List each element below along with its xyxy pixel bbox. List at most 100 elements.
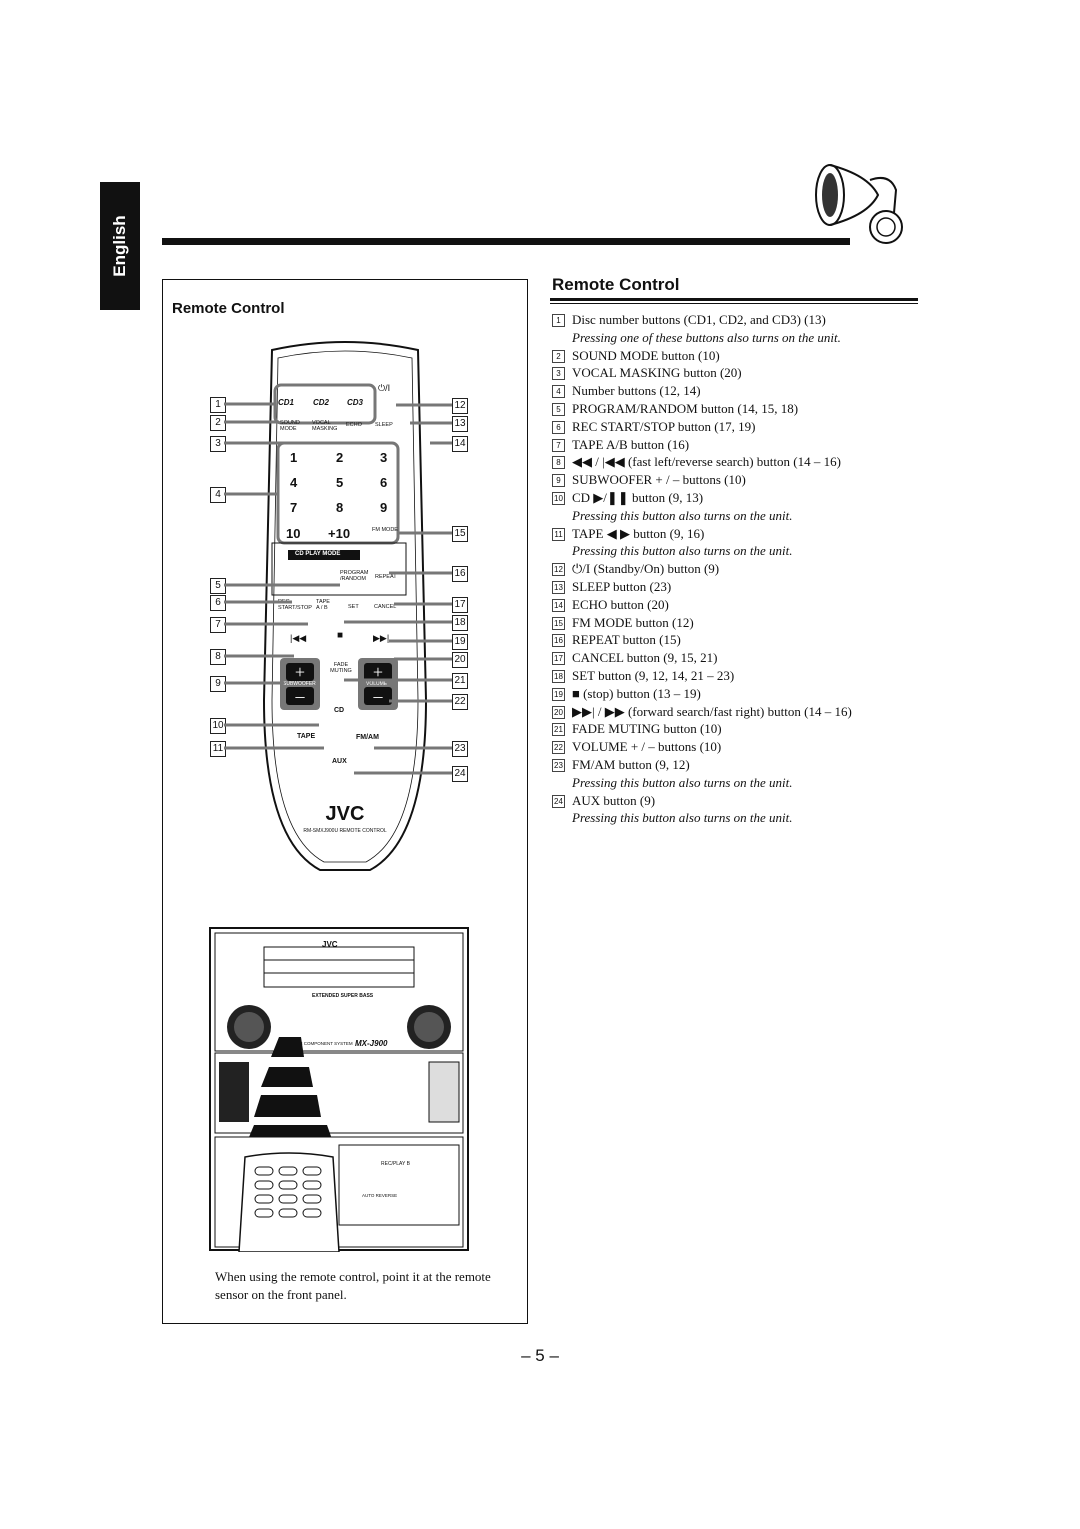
- callout-21: 21: [452, 673, 468, 689]
- tape-ab-button[interactable]: TAPE A / B: [316, 599, 330, 611]
- tape-button[interactable]: TAPE: [297, 733, 316, 740]
- reverse-search-button[interactable]: |◀◀: [290, 633, 307, 643]
- number-button-plus10[interactable]: +10: [328, 526, 351, 541]
- button-description-item: 18 SET button (9, 12, 14, 21 – 23): [552, 667, 922, 685]
- item-note: Pressing this button also turns on the u…: [572, 543, 793, 559]
- item-text: ⏻/I (Standby/On) button (9): [572, 561, 720, 577]
- item-text: SOUND MODE button (10): [572, 347, 720, 363]
- horn-illustration: [815, 164, 903, 244]
- item-text: TAPE ◀ ▶ button (9, 16): [572, 525, 705, 541]
- svg-text:–: –: [373, 686, 384, 706]
- sound-mode-button[interactable]: SOUND MODE: [280, 420, 300, 432]
- repeat-button[interactable]: REPEAT: [375, 574, 397, 580]
- cd1-button[interactable]: CD1: [278, 398, 295, 407]
- remote-figure-panel: [162, 279, 528, 1324]
- item-number: 2: [552, 349, 565, 363]
- button-description-item: 9 SUBWOOFER + / – buttons (10): [552, 471, 922, 489]
- fm-am-button[interactable]: FM/AM: [356, 734, 379, 741]
- button-description-item: 12 ⏻/I (Standby/On) button (9): [552, 560, 922, 578]
- sleep-button[interactable]: SLEEP: [375, 422, 393, 428]
- svg-text:+: +: [373, 662, 383, 682]
- unit-system-label: 3 COMPONENT SYSTEM: [300, 1041, 353, 1046]
- button-description-item: 6 REC START/STOP button (17, 19): [552, 418, 922, 436]
- item-text: FM MODE button (12): [572, 614, 694, 630]
- program-random-button[interactable]: PROGRAM /RANDOM: [340, 570, 369, 582]
- cancel-button[interactable]: CANCEL: [374, 604, 397, 610]
- number-button-6[interactable]: 6: [380, 475, 388, 490]
- svg-text:JVC: JVC: [326, 803, 365, 825]
- panel-title: Remote Control: [172, 300, 285, 317]
- unit-bass-label: EXTENDED SUPER BASS: [312, 993, 374, 999]
- item-text: VOLUME + / – buttons (10): [572, 739, 722, 755]
- item-number: 12: [552, 563, 565, 577]
- item-number: 3: [552, 367, 565, 381]
- heading-rule-thin: [550, 303, 918, 304]
- callout-leader-lines: [224, 402, 452, 775]
- item-text: ■ (stop) button (13 – 19): [572, 685, 701, 701]
- item-number: 18: [552, 669, 565, 683]
- unit-deck-label: REC/PLAY B: [381, 1161, 410, 1167]
- callout-11: 11: [210, 741, 226, 757]
- cd-play-pause-button[interactable]: CD: [334, 707, 345, 714]
- callout-24: 24: [452, 766, 468, 782]
- number-button-10[interactable]: 10: [286, 526, 301, 541]
- aux-button[interactable]: AUX: [332, 758, 347, 765]
- page-number: – 5 –: [521, 1346, 559, 1365]
- unit-brand: JVC: [322, 940, 338, 949]
- cd-play-mode-label: CD PLAY MODE: [295, 551, 341, 557]
- stop-button[interactable]: ■: [337, 630, 344, 641]
- item-number: 16: [552, 634, 565, 648]
- item-number: 21: [552, 723, 565, 737]
- item-text: SET button (9, 12, 14, 21 – 23): [572, 667, 735, 683]
- button-description-item: 22 VOLUME + / – buttons (10): [552, 738, 922, 756]
- item-number: 20: [552, 705, 565, 719]
- item-note: Pressing this button also turns on the u…: [572, 507, 793, 523]
- number-button-1[interactable]: 1: [290, 450, 298, 465]
- number-button-3[interactable]: 3: [380, 450, 388, 465]
- item-text: FADE MUTING button (10): [572, 721, 722, 737]
- forward-search-button[interactable]: ▶▶|: [373, 633, 390, 643]
- callout-14: 14: [452, 436, 468, 452]
- vocal-masking-button[interactable]: VOCAL MASKING: [312, 420, 338, 432]
- callout-9: 9: [210, 676, 226, 692]
- item-number: 4: [552, 385, 565, 399]
- item-text: CD ▶/❚❚ button (9, 13): [572, 489, 704, 505]
- item-number: 9: [552, 474, 565, 488]
- callout-19: 19: [452, 634, 468, 650]
- remote-control-illustration: + – + – JVC RM-SMXJ900U REMOTE CONTROL: [262, 341, 428, 871]
- item-text: SUBWOOFER + / – buttons (10): [572, 472, 746, 488]
- subwoofer-label: SUBWOOFER: [283, 681, 316, 687]
- number-button-5[interactable]: 5: [336, 475, 344, 490]
- number-button-8[interactable]: 8: [336, 500, 344, 515]
- callout-3: 3: [210, 436, 226, 452]
- number-button-4[interactable]: 4: [290, 475, 298, 490]
- standby-button[interactable]: ⏻/I: [378, 383, 391, 393]
- fade-muting-button[interactable]: FADE MUTING: [330, 662, 352, 674]
- language-tab: English: [100, 182, 140, 310]
- svg-text:RM-SMXJ900U REMOTE CONTROL: RM-SMXJ900U REMOTE CONTROL: [303, 828, 387, 834]
- figure-caption: When using the remote control, point it …: [215, 1269, 491, 1302]
- cd3-button[interactable]: CD3: [347, 398, 364, 407]
- item-number: 22: [552, 741, 565, 755]
- set-button[interactable]: SET: [348, 604, 359, 610]
- fm-mode-button[interactable]: FM MODE: [372, 527, 398, 533]
- number-button-7[interactable]: 7: [290, 500, 298, 515]
- item-text: SLEEP button (23): [572, 578, 672, 594]
- cd2-button[interactable]: CD2: [313, 398, 330, 407]
- callout-13: 13: [452, 416, 468, 432]
- number-button-2[interactable]: 2: [336, 450, 344, 465]
- callout-22: 22: [452, 694, 468, 710]
- number-button-9[interactable]: 9: [380, 500, 388, 515]
- item-number: 6: [552, 420, 565, 434]
- echo-button[interactable]: ECHO: [346, 422, 362, 428]
- item-text: REC START/STOP button (17, 19): [572, 418, 756, 434]
